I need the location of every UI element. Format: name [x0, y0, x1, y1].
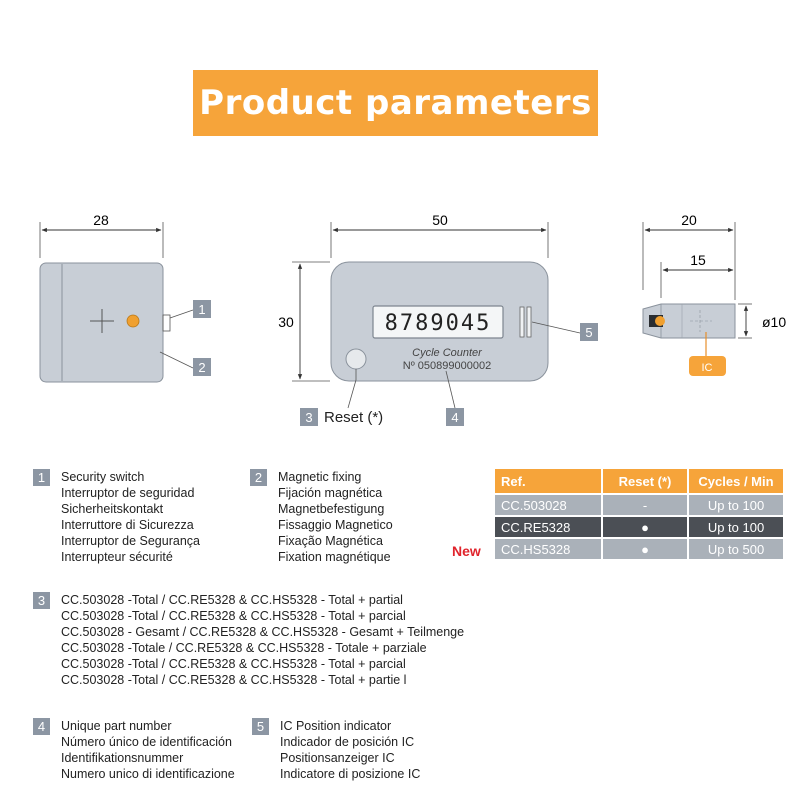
legend-text: Indicador de posición IC — [280, 735, 415, 749]
device-serial: Nº 050899000002 — [403, 360, 491, 372]
legend-text: CC.503028 -Total / CC.RE5328 & CC.HS5328… — [61, 593, 403, 607]
legend-badge-4: 4 — [33, 718, 50, 735]
svg-text:1: 1 — [198, 302, 205, 317]
svg-text:2: 2 — [198, 360, 205, 375]
dim-label-28: 28 — [93, 212, 109, 228]
ic-indicator-right — [526, 306, 532, 338]
dim-label-15: 15 — [690, 252, 706, 268]
legend-text: CC.503028 -Total / CC.RE5328 & CC.HS5328… — [61, 673, 407, 687]
svg-text:4: 4 — [451, 410, 458, 425]
reset-label: Reset (*) — [324, 409, 383, 426]
page-title: Product parameters — [199, 83, 592, 123]
legend-text: CC.503028 -Total / CC.RE5328 & CC.HS5328… — [61, 657, 406, 671]
title-banner: Product parameters — [193, 70, 598, 136]
legend-text: Interruttore di Sicurezza — [61, 518, 194, 532]
callout-4: 4 — [446, 408, 464, 426]
table-cell: Up to 100 — [689, 495, 783, 515]
legend-text: Fissaggio Magnetico — [278, 518, 393, 532]
legend-text: CC.503028 -Total / CC.RE5328 & CC.HS5328… — [61, 609, 406, 623]
legend-text: Interrupteur sécurité — [61, 550, 173, 564]
table-header-ref: Ref. — [495, 469, 601, 493]
device-label-line1: Cycle Counter — [412, 347, 483, 359]
table-header-reset: Reset (*) — [603, 469, 687, 493]
table-cell: ● — [603, 539, 687, 559]
legend-badge-1: 1 — [33, 469, 50, 486]
lcd-value: 8789045 — [385, 311, 492, 336]
table-row: CC.RE5328 ● Up to 100 — [495, 517, 783, 537]
ic-tag-label: IC — [702, 362, 713, 374]
legend-text: Interruptor de Segurança — [61, 534, 200, 548]
side-view: 28 — [39, 212, 194, 383]
reset-button-drawing — [345, 348, 367, 370]
ic-indicator-left — [519, 306, 525, 338]
table-header-row: Ref. Reset (*) Cycles / Min — [495, 469, 783, 493]
new-badge: New — [452, 543, 481, 559]
table-cell: Up to 500 — [689, 539, 783, 559]
legend-text: Positionsanzeiger IC — [280, 751, 395, 765]
legend-text: Fijación magnética — [278, 486, 383, 500]
table-cell: CC.RE5328 — [495, 517, 601, 537]
security-switch-dot — [126, 314, 140, 328]
legend-text: CC.503028 -Totale / CC.RE5328 & CC.HS532… — [61, 641, 427, 655]
callout-1: 1 — [193, 300, 211, 318]
legend-text: Interruptor de seguridad — [61, 486, 195, 500]
callout-3: 3 Reset (*) — [300, 408, 383, 426]
legend-text: Indicatore di posizione IC — [280, 767, 421, 781]
dim-label-d10: ø10 — [762, 314, 786, 330]
dim-label-30: 30 — [278, 314, 294, 330]
table-row: CC.503028 - Up to 100 — [495, 495, 783, 515]
dim-label-20: 20 — [681, 212, 697, 228]
svg-text:3: 3 — [305, 410, 312, 425]
legend-text: Magnetbefestigung — [278, 502, 385, 516]
table-cell: CC.503028 — [495, 495, 601, 515]
legend-badge-5: 5 — [252, 718, 269, 735]
ic-tag — [689, 356, 726, 376]
model-reference-table: Ref. Reset (*) Cycles / Min CC.503028 - … — [493, 467, 785, 561]
legend-text: Numero unico di identificazione — [61, 767, 235, 781]
table-row: CC.HS5328 ● Up to 500 — [495, 539, 783, 559]
legend-badge-3: 3 — [33, 592, 50, 609]
legend-text: Security switch — [61, 470, 145, 484]
table-header-cycles: Cycles / Min — [689, 469, 783, 493]
legend-text: IC Position indicator — [280, 719, 392, 733]
callout-2: 2 — [193, 358, 211, 376]
lcd-display — [372, 305, 504, 339]
svg-text:5: 5 — [585, 325, 592, 340]
front-view: 50 30 8789045 Cycle Counter Nº 050899000… — [278, 212, 581, 409]
end-switch-dot — [655, 316, 665, 326]
legend-badge-2: 2 — [250, 469, 267, 486]
legend-text: Identifikationsnummer — [61, 751, 184, 765]
legend-text: Magnetic fixing — [278, 470, 362, 484]
legend-text: Fixação Magnética — [278, 534, 383, 548]
legend-text: Unique part number — [61, 719, 172, 733]
table-cell: - — [603, 495, 687, 515]
legend-text: Número único de identificación — [61, 735, 232, 749]
table-cell: Up to 100 — [689, 517, 783, 537]
legend-text: Fixation magnétique — [278, 550, 391, 564]
dim-label-50: 50 — [432, 212, 448, 228]
legend-text: CC.503028 - Gesamt / CC.RE5328 & CC.HS53… — [61, 625, 465, 639]
table-cell: ● — [603, 517, 687, 537]
table-cell: CC.HS5328 — [495, 539, 601, 559]
legend-text: Sicherheitskontakt — [61, 502, 164, 516]
end-view: 20 15 ø10 IC — [642, 212, 786, 376]
callout-5: 5 — [580, 323, 598, 341]
